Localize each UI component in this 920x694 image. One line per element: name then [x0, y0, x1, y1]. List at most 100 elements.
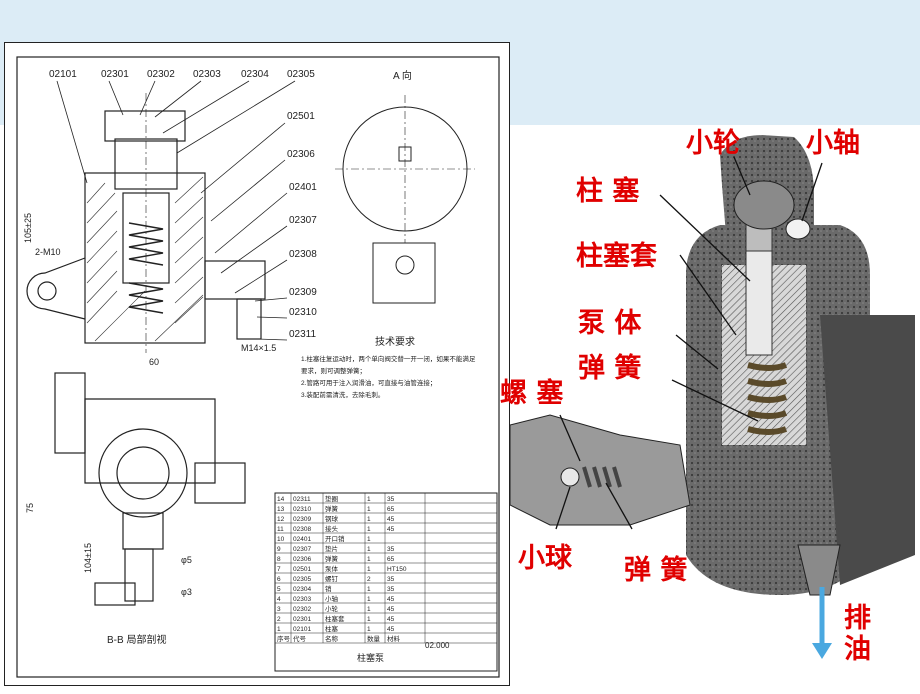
label-wheel: 小轮 [686, 128, 740, 159]
table-cell: 弹簧 [325, 504, 339, 513]
table-cell: 45 [387, 616, 395, 623]
table-cell: 1 [367, 626, 371, 633]
table-cell: 柱塞 [325, 624, 339, 633]
outlet-nozzle [797, 544, 841, 596]
table-cell: 螺钉 [325, 574, 339, 583]
table-cell: 9 [277, 546, 281, 553]
table-cell: 02311 [293, 496, 311, 503]
wheel-shape [733, 180, 795, 230]
view-title: A 向 [393, 69, 412, 82]
part-number: 02310 [289, 307, 317, 318]
part-number: 02301 [101, 69, 129, 80]
table-header-cell: 数量 [367, 634, 381, 643]
table-cell: 2 [277, 616, 281, 623]
engineering-drawing: 02101 02301 02302 02303 02304 02305 0250… [4, 42, 510, 686]
part-number: 02401 [289, 182, 317, 193]
label-spring-bottom: 弹 簧 [624, 555, 688, 586]
table-cell: 35 [387, 586, 395, 593]
part-number: 02307 [289, 215, 317, 226]
part-number: 02304 [241, 69, 269, 80]
plunger-spring [128, 222, 164, 314]
table-cell: 柱塞套 [325, 614, 345, 623]
dimension-label: 60 [149, 357, 159, 367]
table-header-cell: 序号 [277, 634, 291, 643]
table-cell: 3 [277, 606, 281, 613]
table-cell: 1 [367, 516, 371, 523]
part-number: 02101 [49, 69, 77, 80]
table-cell: 14 [277, 496, 285, 503]
part-number: 02302 [147, 69, 175, 80]
table-cell: 7 [277, 566, 281, 573]
label-pump-body: 泵 体 [578, 308, 642, 339]
table-cell: 35 [387, 546, 395, 553]
part-number: 02308 [289, 249, 317, 260]
table-cell: 45 [387, 516, 395, 523]
label-plunger: 柱 塞 [576, 176, 640, 207]
label-spring-top: 弹 簧 [578, 353, 642, 384]
ball-shape [560, 467, 580, 487]
plug-assembly-shape [509, 414, 691, 526]
table-cell: 45 [387, 596, 395, 603]
table-cell: 2 [367, 576, 371, 583]
table-cell: 02306 [293, 556, 311, 563]
table-cell: 35 [387, 496, 395, 503]
dimension-label: 104±15 [83, 543, 93, 573]
table-cell: 45 [387, 626, 395, 633]
table-cell: 02309 [293, 516, 311, 523]
table-cell: 开口销 [325, 534, 345, 543]
table-cell: 02501 [293, 566, 311, 573]
part-number-column-side: 02501 02306 02401 02307 02308 02309 0231… [287, 111, 317, 340]
table-cell: 02401 [293, 536, 311, 543]
pump-body-side [820, 315, 915, 585]
table-cell: 8 [277, 556, 281, 563]
table-cell: 02302 [293, 606, 311, 613]
table-cell: 垫圈 [325, 494, 338, 503]
table-cell: 1 [367, 526, 371, 533]
table-cell: 1 [367, 606, 371, 613]
label-shaft: 小轴 [806, 128, 860, 159]
table-cell: 13 [277, 506, 285, 513]
table-cell: 销 [325, 584, 332, 593]
table-header-cell: 代号 [293, 634, 307, 643]
part-number: 02311 [289, 329, 317, 340]
table-cell: 02301 [293, 616, 311, 623]
plunger-shape [745, 244, 773, 356]
part-number: 02309 [289, 287, 317, 298]
shaft-shape [785, 218, 811, 240]
table-cell: 02304 [293, 586, 311, 593]
table-cell: 11 [277, 526, 284, 533]
table-cell: 1 [367, 586, 371, 593]
table-cell: 泵体 [325, 564, 339, 573]
table-cell: 45 [387, 526, 395, 533]
table-cell: 1 [367, 566, 371, 573]
label-plug: 螺 塞 [500, 378, 564, 409]
dimension-label: φ3 [181, 587, 192, 597]
part-number: 02303 [193, 69, 221, 80]
table-cell: 6 [277, 576, 281, 583]
table-cell: 1 [367, 496, 371, 503]
label-discharge: 排 油 [844, 603, 871, 666]
leader-lines [555, 156, 823, 530]
table-cell: 垫片 [325, 544, 338, 553]
table-cell: 02308 [293, 526, 311, 533]
tech-title: 技术要求 [375, 335, 415, 348]
section-hatching [86, 176, 204, 342]
table-cell: 02101 [293, 626, 311, 633]
table-cell: 1 [367, 596, 371, 603]
table-cell: 接头 [325, 524, 339, 533]
tech-note: 3.装配前需清洗，去除毛刺。 [301, 390, 384, 399]
cam-view: A 向 [335, 69, 475, 304]
table-cell: 1 [367, 546, 371, 553]
table-cell: 钢球 [325, 514, 339, 523]
table-cell: 12 [277, 516, 285, 523]
table-cell: 1 [367, 536, 371, 543]
table-cell: 02307 [293, 546, 311, 553]
table-header-cell: 名称 [325, 634, 339, 643]
dimension-label: φ5 [181, 555, 192, 565]
part-number: 02305 [287, 69, 315, 80]
tech-note: 1.柱塞往复运动时，两个单向阀交替一开一闭，如果不能满足 [301, 354, 476, 363]
table-cell: 4 [277, 596, 281, 603]
label-plunger-sleeve: 柱塞套 [576, 241, 657, 272]
section-title: B-B 局部剖视 [107, 633, 166, 646]
